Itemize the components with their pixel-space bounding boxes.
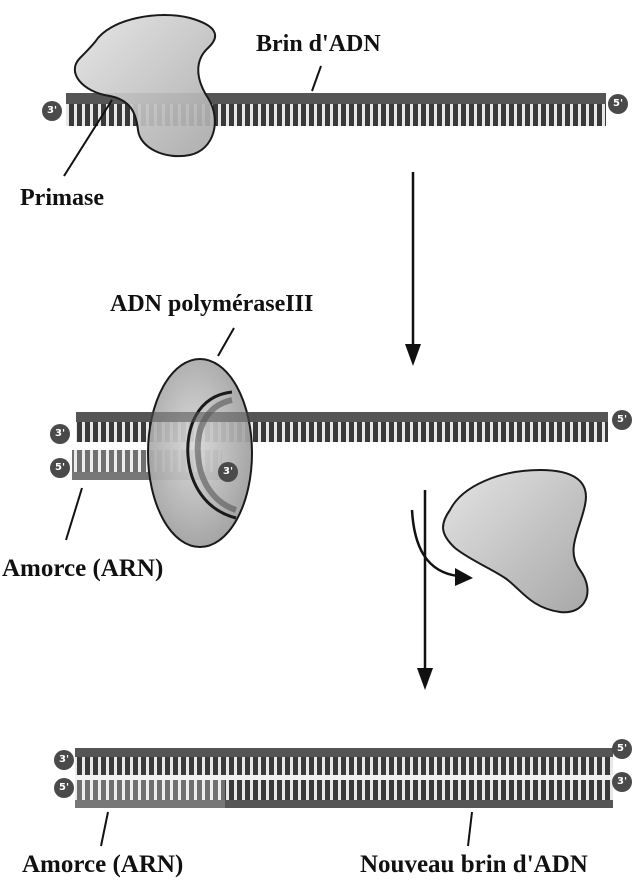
step-3 [75,748,613,846]
label-polymerase: ADN polyméraseIII [110,292,313,316]
end-5prime-step1-right: 5' [608,94,628,114]
arrow-step-1-head [405,344,421,366]
label-primer-2: Amorce (ARN) [22,852,183,877]
released-primase [443,470,587,612]
dna-template-strand-3 [75,748,613,757]
step-2 [66,328,608,690]
primase-enzyme [75,15,215,156]
label-leader-primer-1 [66,488,82,540]
end-3prime-step3-bottom-right: 3' [612,772,632,792]
label-primer-1: Amorce (ARN) [2,556,163,581]
label-leader-new-strand [468,812,472,846]
label-primase: Primase [20,186,104,210]
rna-primer-3-backbone [75,800,225,808]
strand-gap-3 [75,775,613,780]
label-dna-strand: Brin d'ADN [256,32,381,56]
label-leader-primer-2 [101,812,108,846]
label-leader-dna-strand [312,66,321,91]
end-3prime-step3-top-left: 3' [54,750,74,770]
end-5prime-step3-top-right: 5' [612,739,632,759]
dna-template-ticks-3 [75,757,613,775]
rna-primer-3 [75,780,225,800]
end-5prime-step2-top-right: 5' [612,410,632,430]
label-leader-polymerase [218,328,234,356]
end-5prime-step3-bottom-left: 5' [54,778,74,798]
arrow-step-2-head [417,668,433,690]
release-arrow-head [455,568,473,586]
end-3prime-step2-top-left: 3' [50,424,70,444]
dna-template-through [150,412,250,422]
label-new-strand: Nouveau brin d'ADN [360,852,588,877]
end-5prime-step2-primer-left: 5' [50,458,70,478]
end-3prime-step1-left: 3' [42,101,62,121]
end-3prime-step2-primer-right: 3' [218,462,238,482]
